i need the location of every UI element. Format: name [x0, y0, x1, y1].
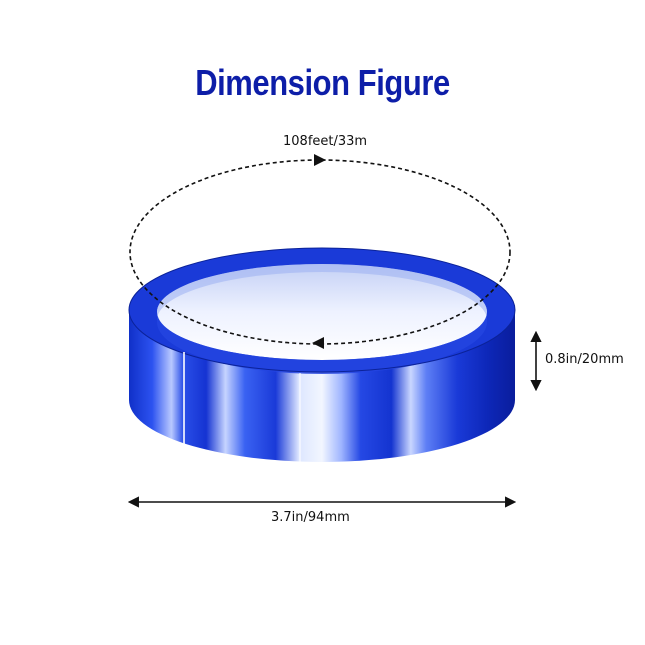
width-label: 3.7in/94mm	[271, 510, 350, 525]
height-label: 0.8in/20mm	[545, 352, 624, 367]
circumference-dashed-ellipse	[129, 159, 511, 345]
circumference-arrow-top-icon	[314, 154, 326, 166]
page-title: Dimension Figure	[195, 62, 450, 103]
circumference-indicator	[129, 154, 511, 349]
circumference-arrow-bottom-icon	[312, 337, 324, 349]
tape-band	[129, 310, 515, 462]
circumference-label: 108feet/33m	[283, 134, 368, 149]
tape-roll	[128, 247, 516, 462]
